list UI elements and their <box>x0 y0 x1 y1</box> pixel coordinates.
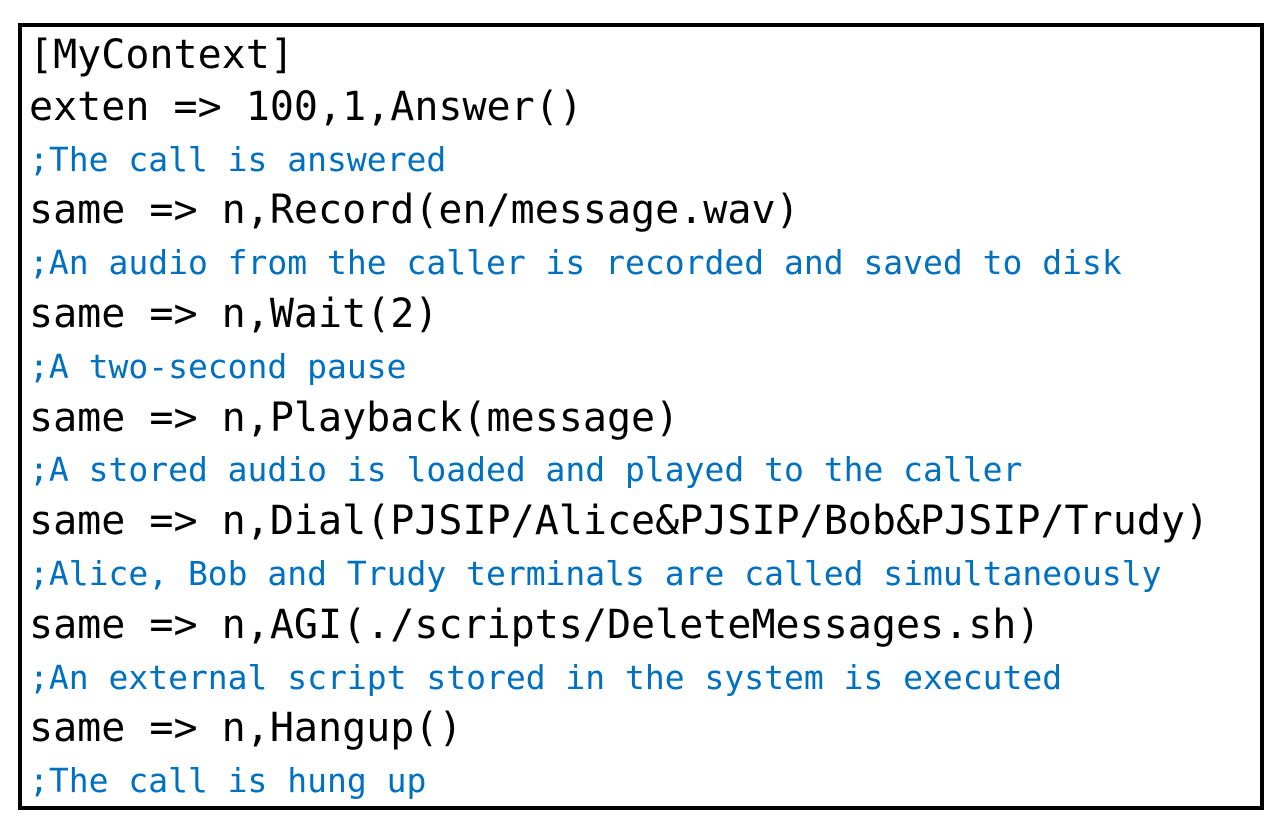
code-line: exten => 100,1,Answer() <box>29 83 583 130</box>
comment-line: ;A stored audio is loaded and played to … <box>29 450 1023 490</box>
code-lines-container: [MyContext] exten => 100,1,Answer() ;The c… <box>29 30 1260 806</box>
comment-line: ;The call is hung up <box>29 761 427 801</box>
comment-line: ;An audio from the caller is recorded an… <box>29 243 1122 283</box>
code-line: same => n,Playback(message) <box>29 394 680 441</box>
code-line: same => n,Hangup() <box>29 705 463 752</box>
comment-line: ;A two-second pause <box>29 346 407 386</box>
code-line: [MyContext] <box>29 32 294 78</box>
comment-line: ;The call is answered <box>29 139 447 179</box>
code-line: same => n,Record(en/message.wav) <box>29 187 800 234</box>
code-line: same => n,AGI(./scripts/DeleteMessages.s… <box>29 601 1041 648</box>
comment-line: ;Alice, Bob and Trudy terminals are call… <box>29 553 1162 593</box>
code-snippet-frame: [MyContext] exten => 100,1,Answer() ;The c… <box>18 23 1264 810</box>
comment-line: ;An external script stored in the system… <box>29 657 1063 697</box>
code-line: same => n,Dial(PJSIP/Alice&PJSIP/Bob&PJS… <box>29 498 1210 545</box>
code-line: same => n,Wait(2) <box>29 290 439 337</box>
